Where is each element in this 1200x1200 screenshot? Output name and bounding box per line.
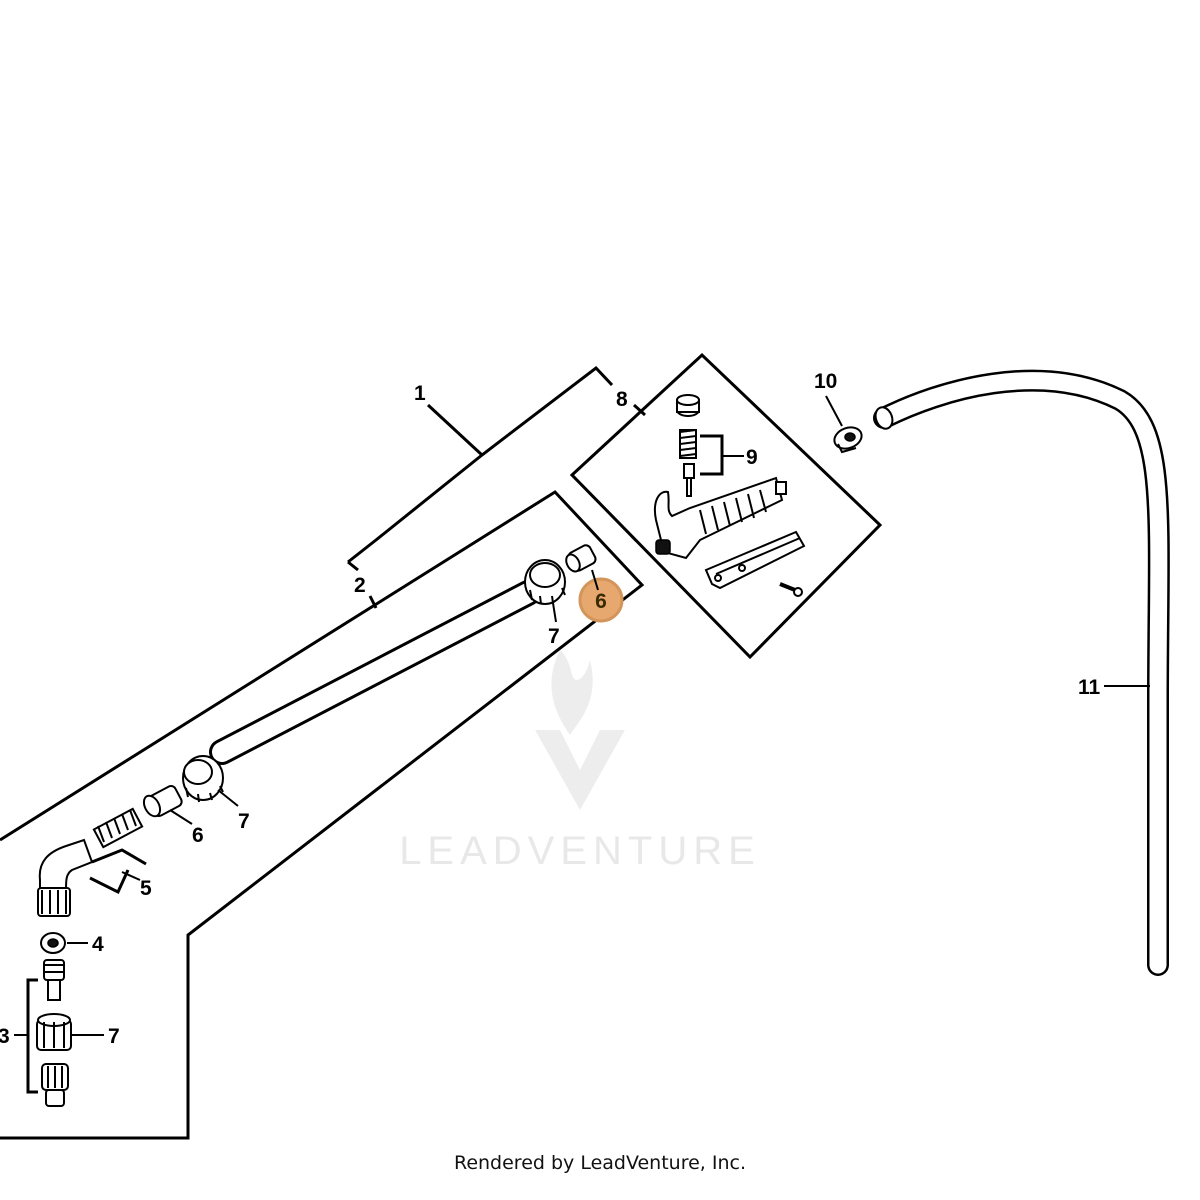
callout-2[interactable]: 2 — [354, 574, 366, 597]
callout-10[interactable]: 10 — [814, 370, 837, 393]
trigger-lever — [704, 530, 806, 590]
footer-credit: Rendered by LeadVenture, Inc. — [453, 1152, 747, 1174]
callout-7-top[interactable]: 7 — [548, 625, 560, 648]
nozzle-cap — [41, 1063, 69, 1107]
callout-4[interactable]: 4 — [92, 933, 104, 956]
callout-8[interactable]: 8 — [616, 388, 628, 411]
hose — [873, 369, 1170, 976]
nozzle-nut — [36, 1013, 72, 1051]
upper-nut — [524, 559, 566, 605]
hose-clamp — [833, 426, 863, 454]
bracket-1 — [347, 365, 614, 564]
washer — [40, 932, 66, 954]
callout-6-low[interactable]: 6 — [192, 824, 204, 847]
callout-3[interactable]: 3 — [0, 1025, 10, 1048]
lever-screw — [779, 582, 803, 597]
assembly-outline — [0, 490, 645, 1140]
watermark-text: LEADVENTURE — [399, 829, 761, 873]
callout-11[interactable]: 11 — [1078, 676, 1101, 699]
callout-7-low[interactable]: 7 — [108, 1025, 120, 1048]
upper-ferrule — [565, 544, 597, 573]
valve-assembly-outline — [569, 352, 883, 660]
callout-9[interactable]: 9 — [746, 446, 758, 469]
callout-7-mid[interactable]: 7 — [238, 810, 250, 833]
wand-tube — [209, 580, 541, 765]
valve-stem — [683, 463, 695, 497]
callout-5[interactable]: 5 — [140, 877, 152, 900]
highlighted-callout-circle[interactable] — [578, 577, 624, 623]
callout-1[interactable]: 1 — [414, 382, 426, 405]
valve-spring — [679, 429, 697, 459]
elbow-fitting — [37, 838, 94, 917]
watermark-logo: LEADVENTURE — [399, 650, 761, 873]
threaded-fitting — [92, 807, 144, 849]
lower-nut — [182, 755, 224, 803]
trigger-handle — [654, 476, 787, 560]
callout-6-top[interactable]: 6 — [595, 590, 607, 613]
valve-cap — [676, 394, 700, 417]
nozzle-tip — [43, 959, 65, 1001]
